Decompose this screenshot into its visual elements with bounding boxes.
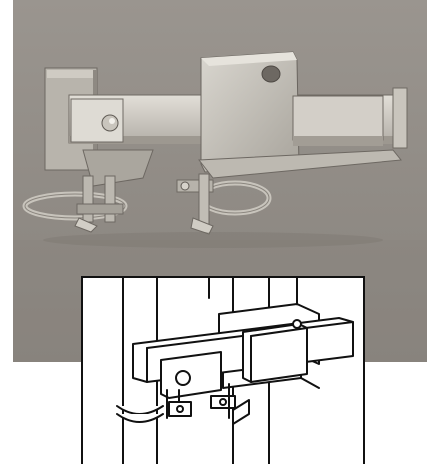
diagram-bolt — [175, 370, 191, 386]
lower-bracket — [82, 149, 402, 187]
hinge-plate — [70, 98, 124, 143]
right-u-bolt — [176, 173, 272, 235]
left-u-bolt — [22, 175, 128, 233]
padlock-hole — [261, 65, 281, 83]
diagram-left-clamp — [116, 389, 192, 423]
diagram-right-clamp — [210, 383, 250, 425]
latch-housing — [200, 51, 384, 173]
diagram-padlock-hole — [292, 319, 302, 329]
installation-diagram — [81, 276, 365, 464]
diagram-hinge-plate — [160, 351, 222, 399]
latch-photo — [13, 0, 427, 362]
diagram-front-plate — [242, 319, 308, 383]
